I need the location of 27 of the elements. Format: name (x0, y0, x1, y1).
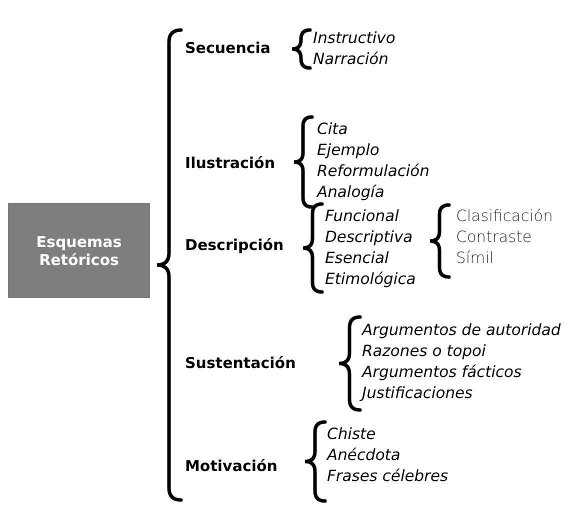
category-label: Motivación (185, 457, 278, 475)
list-item: Ejemplo (317, 140, 380, 161)
list-item: Narración (313, 49, 388, 70)
list-item: Funcional (325, 206, 399, 227)
list-item: Analogía (317, 182, 384, 203)
category-label: Ilustración (185, 154, 276, 172)
list-item: Contraste (456, 227, 532, 248)
list-item: Anécdota (327, 445, 400, 466)
list-item: Frases célebres (327, 466, 448, 487)
title-box (8, 203, 150, 298)
list-item: Etimológica (325, 269, 416, 290)
list-item: Argumentos de autoridad (362, 320, 561, 341)
list-item: Esencial (325, 248, 389, 269)
list-item: Razones o topoi (362, 341, 486, 362)
list-item: Justificaciones (362, 383, 473, 404)
list-item: Clasificación (456, 206, 553, 227)
category-label: Secuencia (185, 39, 271, 57)
title-text: Esquemas Retóricos (35, 232, 123, 268)
list-item: Chiste (327, 424, 376, 445)
category-label: Sustentación (185, 354, 296, 372)
category-label: Descripción (185, 236, 284, 254)
list-item: Argumentos fácticos (362, 362, 522, 383)
list-item: Símil (456, 248, 494, 269)
list-item: Cita (317, 119, 348, 140)
list-item: Instructivo (313, 28, 396, 49)
list-item: Reformulación (317, 161, 430, 182)
list-item: Descriptiva (325, 227, 413, 248)
